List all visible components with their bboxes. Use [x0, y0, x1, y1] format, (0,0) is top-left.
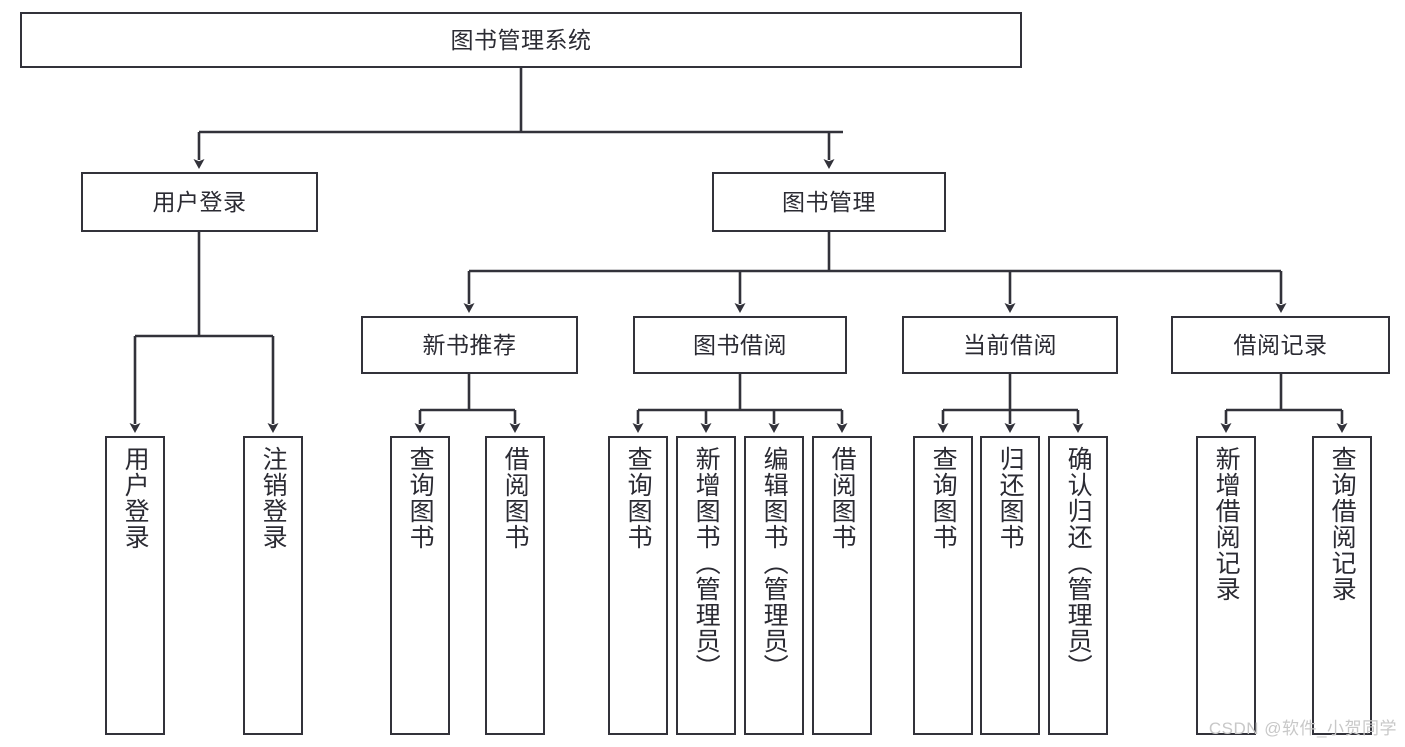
node-user-login-label: 用户登录 — [152, 188, 247, 215]
node-root[interactable]: 图书管理系统 — [20, 12, 1022, 68]
node-current-borrow[interactable]: 当前借阅 — [902, 316, 1118, 374]
node-leaf-edit-book[interactable]: 编辑图书（管理员） — [744, 436, 804, 735]
node-leaf-user-login-label: 用户登录 — [121, 446, 150, 550]
node-leaf-query-book-3-label: 查询图书 — [929, 446, 958, 550]
node-leaf-logout-label: 注销登录 — [259, 446, 288, 550]
node-leaf-borrow-book-1[interactable]: 借阅图书 — [485, 436, 545, 735]
node-leaf-query-book-2[interactable]: 查询图书 — [608, 436, 668, 735]
node-leaf-query-record-label: 查询借阅记录 — [1328, 446, 1357, 602]
watermark: CSDN @软件_小贺同学 — [1208, 719, 1397, 738]
node-new-book-recommend[interactable]: 新书推荐 — [361, 316, 578, 374]
node-leaf-logout[interactable]: 注销登录 — [243, 436, 303, 735]
node-borrow-record-label: 借阅记录 — [1233, 331, 1328, 358]
node-leaf-add-record-label: 新增借阅记录 — [1212, 446, 1241, 602]
node-book-borrow[interactable]: 图书借阅 — [633, 316, 847, 374]
node-leaf-query-book-2-label: 查询图书 — [624, 446, 653, 550]
node-leaf-add-record[interactable]: 新增借阅记录 — [1196, 436, 1256, 735]
node-leaf-return-book[interactable]: 归还图书 — [980, 436, 1040, 735]
node-leaf-query-book-1-label: 查询图书 — [406, 446, 435, 550]
node-leaf-query-book-1[interactable]: 查询图书 — [390, 436, 450, 735]
node-leaf-confirm-return[interactable]: 确认归还（管理员） — [1048, 436, 1108, 735]
node-leaf-query-book-3[interactable]: 查询图书 — [913, 436, 973, 735]
node-leaf-borrow-book-1-label: 借阅图书 — [501, 446, 530, 550]
node-leaf-borrow-book-2[interactable]: 借阅图书 — [812, 436, 872, 735]
node-leaf-query-record[interactable]: 查询借阅记录 — [1312, 436, 1372, 735]
node-leaf-add-book[interactable]: 新增图书（管理员） — [676, 436, 736, 735]
node-book-manage-label: 图书管理 — [782, 188, 876, 215]
node-new-book-recommend-label: 新书推荐 — [422, 331, 517, 358]
node-root-label: 图书管理系统 — [450, 26, 592, 53]
node-book-manage[interactable]: 图书管理 — [712, 172, 946, 232]
node-book-borrow-label: 图书借阅 — [693, 331, 787, 358]
node-leaf-edit-book-label: 编辑图书（管理员） — [760, 446, 789, 680]
node-leaf-borrow-book-2-label: 借阅图书 — [828, 446, 857, 550]
node-user-login[interactable]: 用户登录 — [81, 172, 318, 232]
node-leaf-add-book-label: 新增图书（管理员） — [692, 446, 721, 680]
node-borrow-record[interactable]: 借阅记录 — [1171, 316, 1390, 374]
node-current-borrow-label: 当前借阅 — [963, 331, 1057, 358]
node-leaf-return-book-label: 归还图书 — [996, 446, 1025, 550]
node-leaf-confirm-return-label: 确认归还（管理员） — [1064, 446, 1093, 680]
node-leaf-user-login[interactable]: 用户登录 — [105, 436, 165, 735]
